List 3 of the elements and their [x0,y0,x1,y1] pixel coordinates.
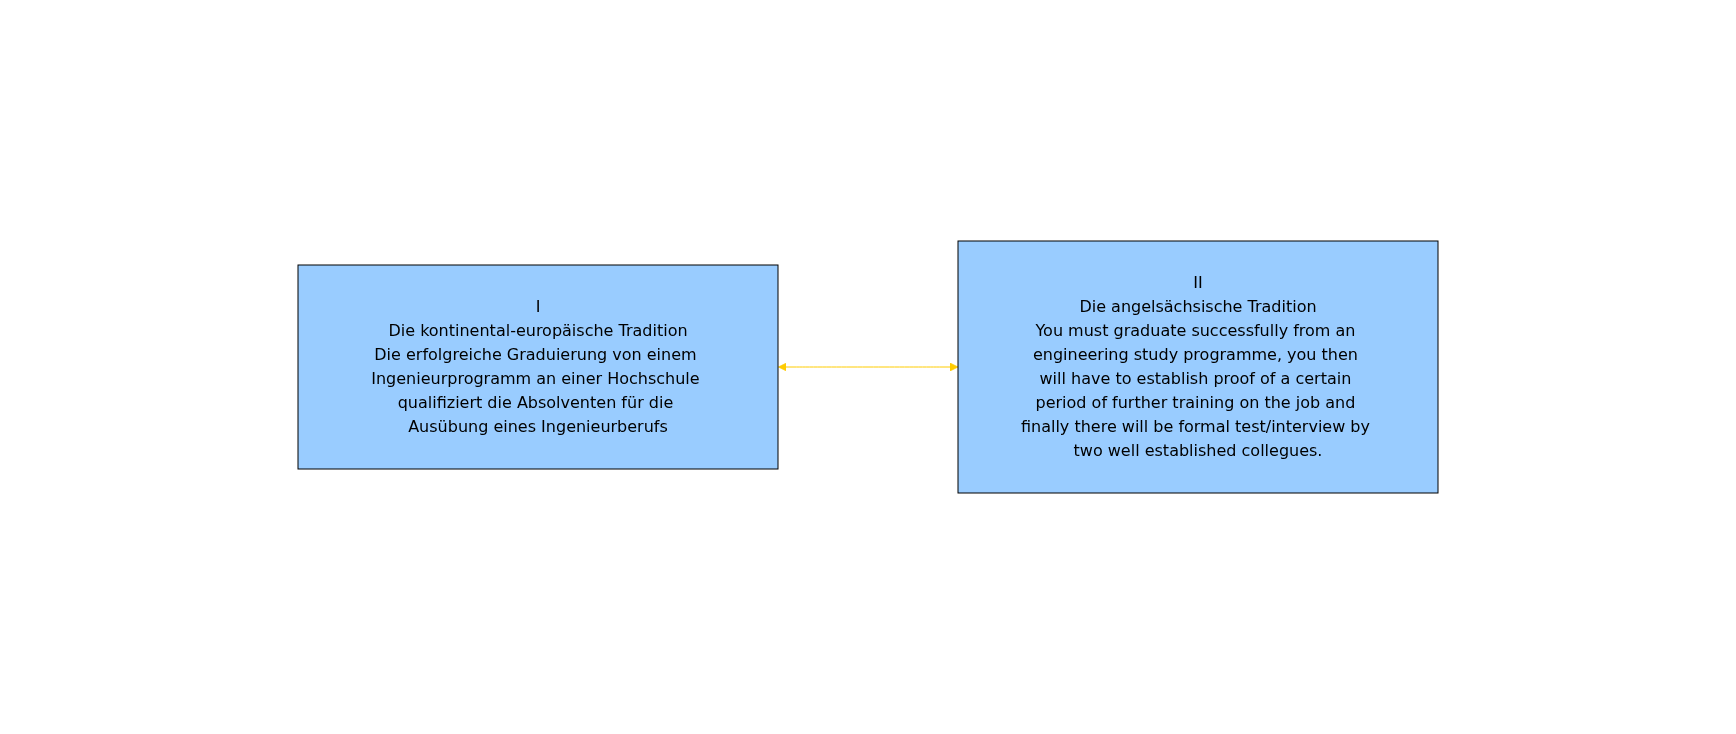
node-box: II Die angelsächsische Tradition You must graduate successfully from an engineering study programme, you then will have to establish proof of a certain period of further training on the job and finally there will be formal test/interview by two well established collegues. [957,240,1439,494]
arrow [778,362,959,372]
node-box: I Die kontinental-europäische Tradition Die erfolgreiche Graduierung von einem Ingenieurprogramm an einer Hochschule qualifiziert die Absolventen für die Ausübung eines Ingenieurberufs [297,264,779,470]
